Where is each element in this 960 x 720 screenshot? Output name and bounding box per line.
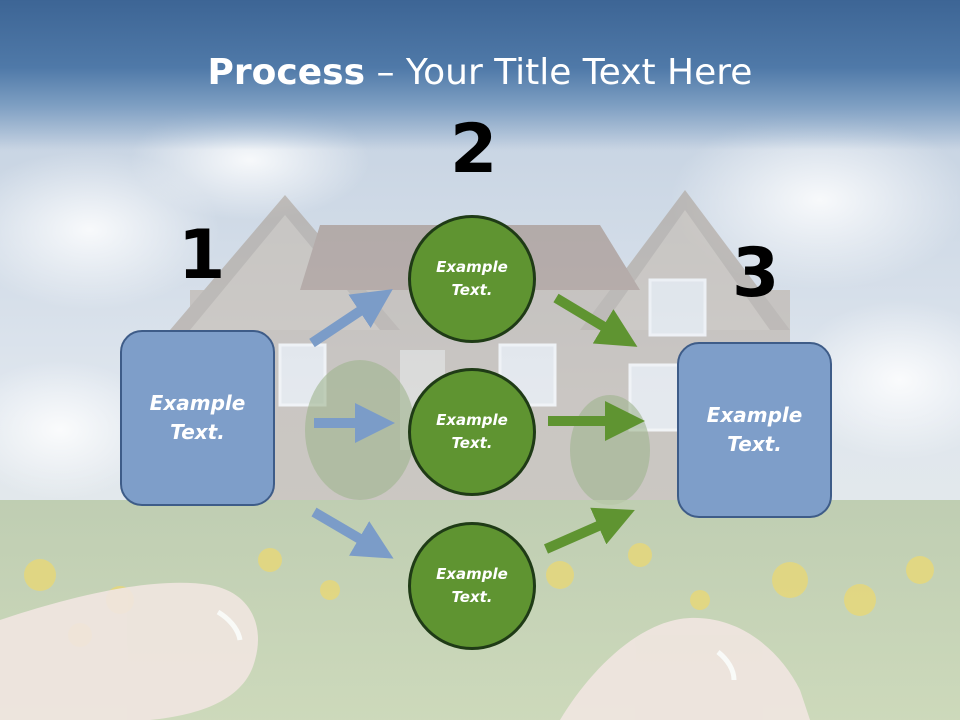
title-bar: [0, 0, 960, 150]
slide-title: Process – Your Title Text Here: [0, 52, 960, 93]
circle-step-top[interactable]: Example Text.: [408, 215, 536, 343]
circle-step-bottom[interactable]: Example Text.: [408, 522, 536, 650]
right-box-line1: Example: [706, 403, 803, 427]
cloud: [670, 110, 960, 290]
circle-top-line1: Example: [436, 258, 508, 276]
circle-top-line2: Text.: [451, 281, 493, 299]
title-rest: – Your Title Text Here: [365, 52, 753, 93]
cloud: [790, 300, 960, 460]
left-box-line1: Example: [149, 391, 246, 415]
faces-illustration: [0, 582, 810, 720]
right-step-box[interactable]: Example Text.: [677, 342, 832, 518]
circle-step-middle[interactable]: Example Text.: [408, 368, 536, 496]
right-box-line2: Text.: [727, 432, 782, 456]
circle-middle-line2: Text.: [451, 434, 493, 452]
step-number-2: 2: [450, 110, 498, 189]
circle-bottom-line1: Example: [436, 565, 508, 583]
circle-bottom-line2: Text.: [451, 588, 493, 606]
circle-middle-line1: Example: [436, 411, 508, 429]
title-bold: Process: [207, 52, 366, 93]
left-box-line2: Text.: [170, 420, 225, 444]
step-number-1: 1: [178, 216, 226, 295]
step-number-3: 3: [732, 234, 780, 313]
left-step-box[interactable]: Example Text.: [120, 330, 275, 506]
cloud: [0, 360, 160, 500]
